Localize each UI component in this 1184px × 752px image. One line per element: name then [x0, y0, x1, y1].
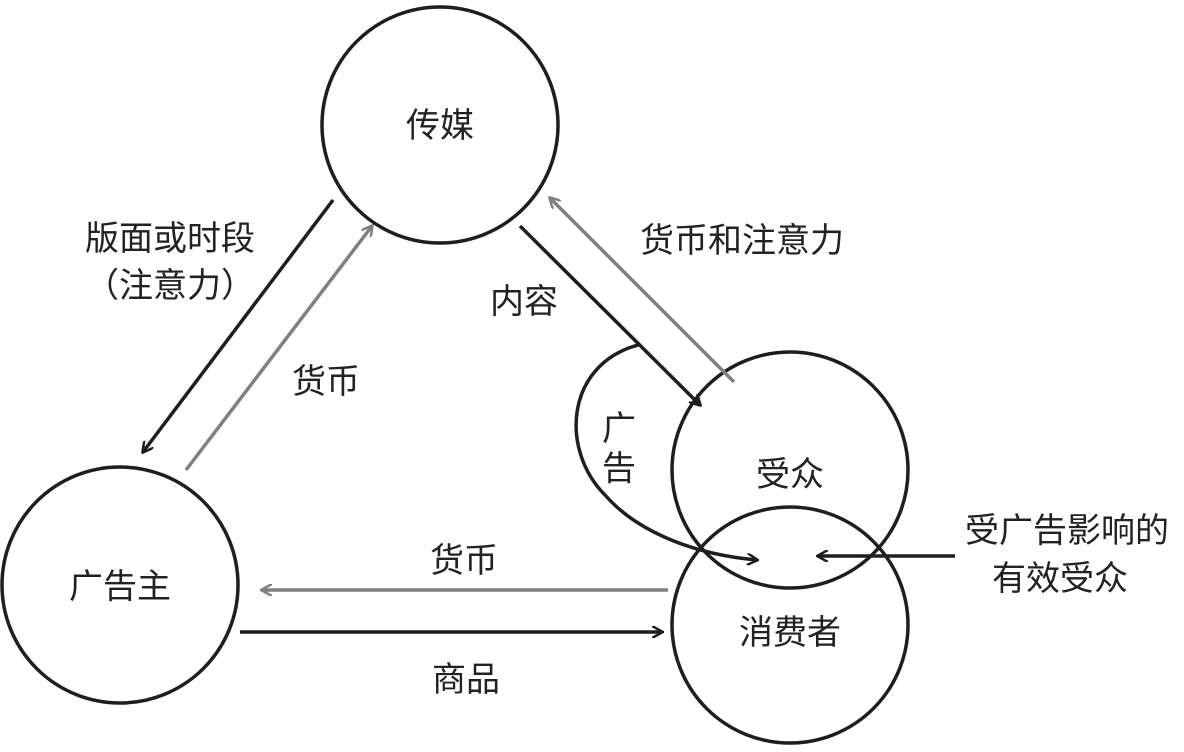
- advertiser-to-media-arrow: [184, 226, 372, 472]
- media-to-audience-arrow: [518, 224, 700, 405]
- annotation-line2: 有效受众: [992, 559, 1128, 599]
- audience-node: [670, 350, 910, 590]
- consumer-node: [670, 505, 910, 745]
- label-money-to-media: 货币: [292, 362, 360, 402]
- audience-label: 受众: [756, 455, 824, 495]
- advertising-curve-arrow: [574, 343, 757, 560]
- label-space-or-time-line2: （注意力）: [85, 266, 255, 306]
- audience-to-media-arrow: [550, 198, 736, 384]
- media-node: [320, 5, 560, 245]
- consumer-label: 消费者: [739, 613, 841, 653]
- label-money-and-attention: 货币和注意力: [640, 221, 844, 261]
- advertiser-label: 广告主: [69, 567, 171, 607]
- label-money-to-advertiser: 货币: [430, 541, 498, 581]
- label-content: 内容: [490, 282, 558, 322]
- label-space-or-time-line1: 版面或时段: [85, 219, 255, 259]
- media-to-advertiser-arrow: [143, 198, 335, 452]
- label-goods: 商品: [432, 660, 500, 700]
- label-advertising-char2: 告: [602, 449, 636, 489]
- annotation-line1: 受广告影响的: [965, 511, 1169, 551]
- label-advertising-char1: 广: [602, 409, 636, 449]
- advertiser-node: [0, 465, 240, 705]
- media-label: 传媒: [406, 106, 474, 146]
